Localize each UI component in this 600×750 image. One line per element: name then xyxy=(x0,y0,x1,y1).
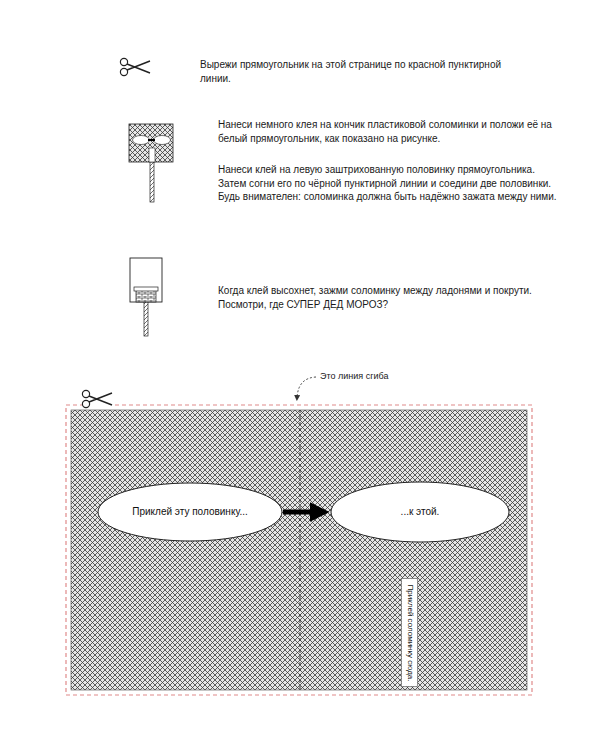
instruction-text: Нанеси клей на левую заштрихованную поло… xyxy=(218,163,558,204)
node-text: Приклей эту половинку... xyxy=(132,506,247,519)
oval-label: Приклей эту половинку... xyxy=(97,482,283,542)
folded-figure xyxy=(130,258,162,336)
pointer-arrow xyxy=(297,377,316,398)
node-text: ...к этой. xyxy=(401,506,440,519)
connector-arrow xyxy=(283,510,317,515)
mask-figure xyxy=(129,124,173,202)
scissors-icon xyxy=(82,390,112,407)
straw-slot: Приклей соломинку сюда. xyxy=(401,578,418,687)
instruction-text: Вырежи прямоугольник на этой странице по… xyxy=(200,58,530,85)
scissors-icon xyxy=(120,58,150,75)
node-text: Приклей соломинку сюда. xyxy=(405,584,415,681)
oval-label: ...к этой. xyxy=(330,481,510,543)
hatched-card xyxy=(71,410,527,690)
instruction-text: Когда клей высохнет, зажми соломинку меж… xyxy=(218,284,558,311)
instruction-text: Нанеси немного клея на кончик пластиково… xyxy=(218,118,558,145)
fold-note: Это линия сгиба xyxy=(320,370,388,382)
fold-line xyxy=(300,410,301,690)
cut-line xyxy=(66,405,532,695)
